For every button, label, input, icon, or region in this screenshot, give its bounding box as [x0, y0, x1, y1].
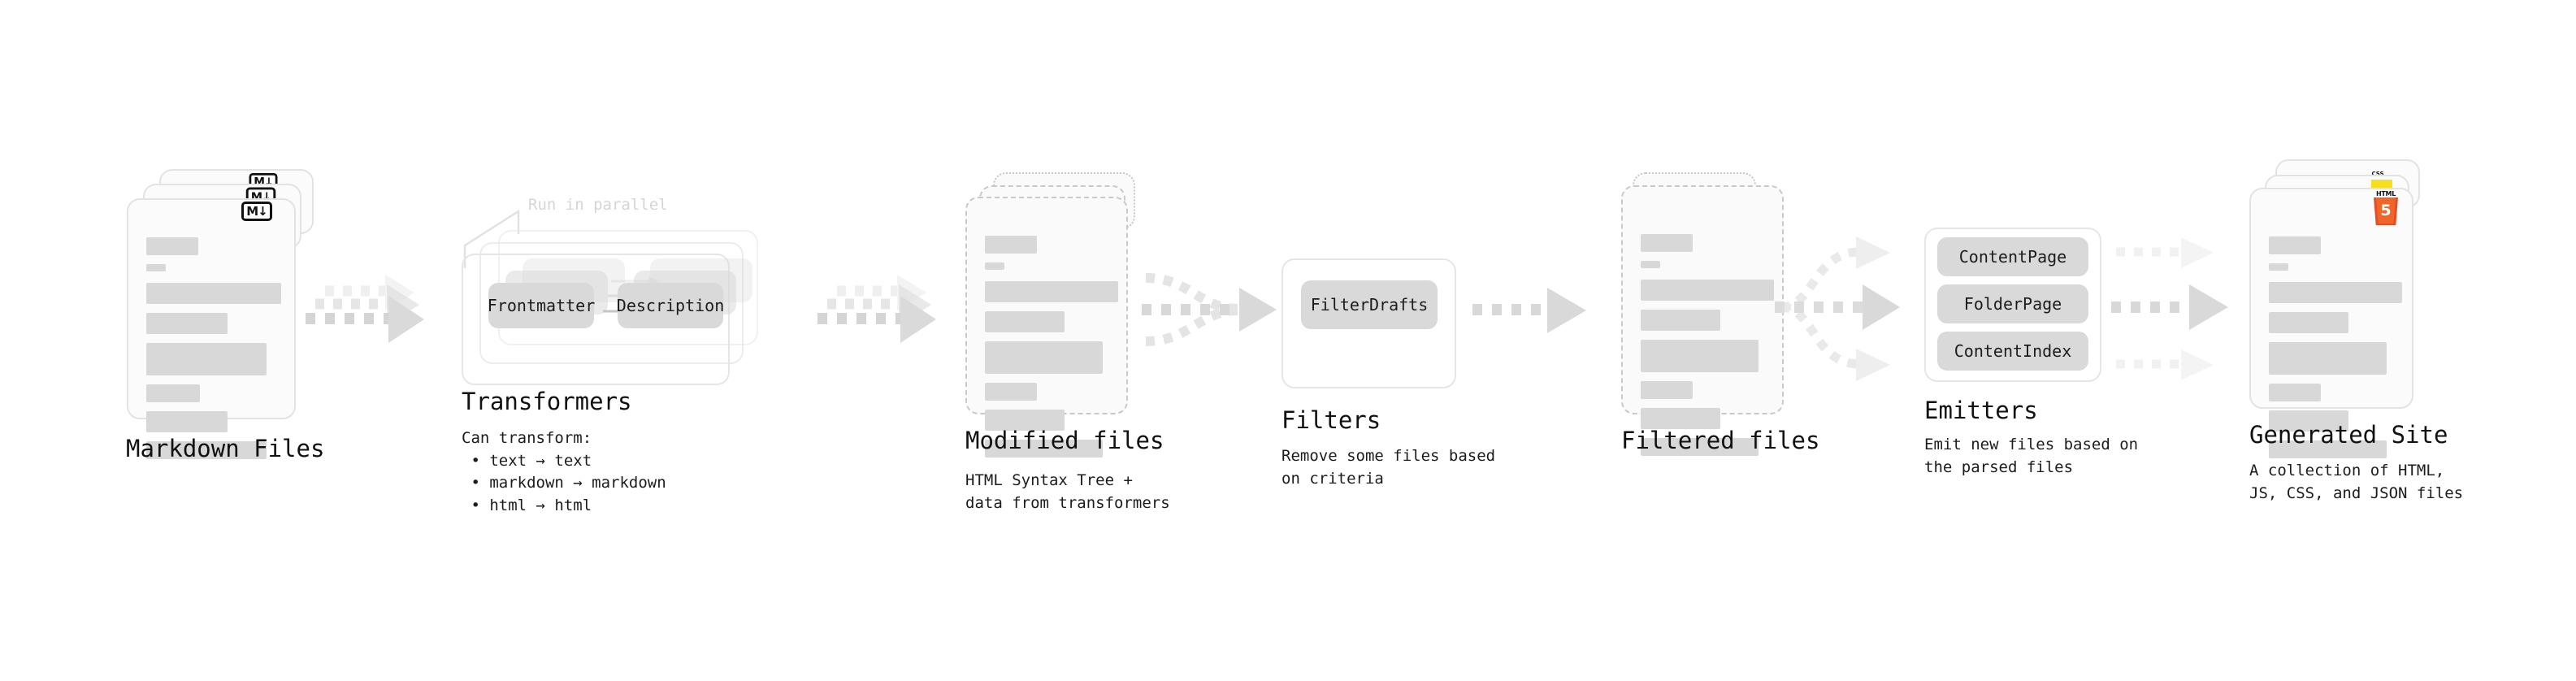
- markdown-icon-label: M↓: [246, 203, 267, 219]
- arrow-transformers-to-modified: [817, 275, 936, 343]
- html5-icon-number: 5: [2380, 202, 2392, 219]
- css-icon-label: CSS: [2371, 171, 2384, 177]
- filter-pill-filterdrafts[interactable]: FilterDrafts: [1301, 280, 1438, 329]
- filters-title: Filters: [1281, 406, 1381, 434]
- emitters-title: Emitters: [1924, 397, 2038, 424]
- generated-site-subtitle: A collection of HTML, JS, CSS, and JSON …: [2249, 462, 2464, 502]
- emitters-subtitle: Emit new files based on the parsed files: [1924, 436, 2139, 476]
- transformer-box-mid: [479, 242, 744, 364]
- emitter-pill-folderpage[interactable]: FolderPage: [1937, 284, 2088, 323]
- arrow-filters-to-filtered: [1472, 288, 1586, 333]
- arrow-modified-to-filters: [1142, 273, 1277, 346]
- emitter-pill-contentindex[interactable]: ContentIndex: [1937, 332, 2088, 371]
- modified-card-content: [985, 236, 1118, 466]
- arrow-emitters-to-site: [2111, 237, 2228, 380]
- markdown-files-title: Markdown Files: [126, 435, 325, 462]
- generated-site-title: Generated Site: [2249, 421, 2448, 449]
- markdown-card-front: [127, 198, 296, 459]
- modified-files-title: Modified files: [965, 427, 1164, 454]
- modified-files-subtitle: HTML Syntax Tree + data from transformer…: [965, 471, 1170, 512]
- arrow-filtered-to-emitters: [1775, 236, 1900, 381]
- filtered-card-content: [1641, 234, 1774, 465]
- arrow-markdown-to-transformers: [306, 275, 424, 343]
- filters-box: [1281, 258, 1456, 388]
- transformers-title: Transformers: [462, 388, 632, 415]
- transformer-pill-frontmatter[interactable]: Frontmatter: [488, 283, 595, 328]
- markdown-card-content: [146, 237, 281, 468]
- transformers-subtitle: Can transform: • text → text • markdown …: [462, 429, 666, 514]
- markdown-icon: M↓: [241, 202, 272, 221]
- transformer-pill-description[interactable]: Description: [617, 283, 724, 328]
- html5-icon: HTML 5: [2374, 190, 2398, 225]
- filtered-files-title: Filtered files: [1621, 427, 1820, 454]
- site-card-content: [2269, 236, 2402, 467]
- emitter-pill-contentpage[interactable]: ContentPage: [1937, 237, 2088, 276]
- filters-subtitle: Remove some files based on criteria: [1281, 447, 1496, 488]
- html5-icon-caption: HTML: [2375, 190, 2396, 197]
- modified-card-front: [965, 197, 1128, 458]
- run-in-parallel-note: Run in parallel: [528, 196, 668, 214]
- emitters-box: [1924, 228, 2101, 382]
- transformer-box-front: [462, 254, 730, 385]
- filtered-card-front: [1621, 185, 1784, 456]
